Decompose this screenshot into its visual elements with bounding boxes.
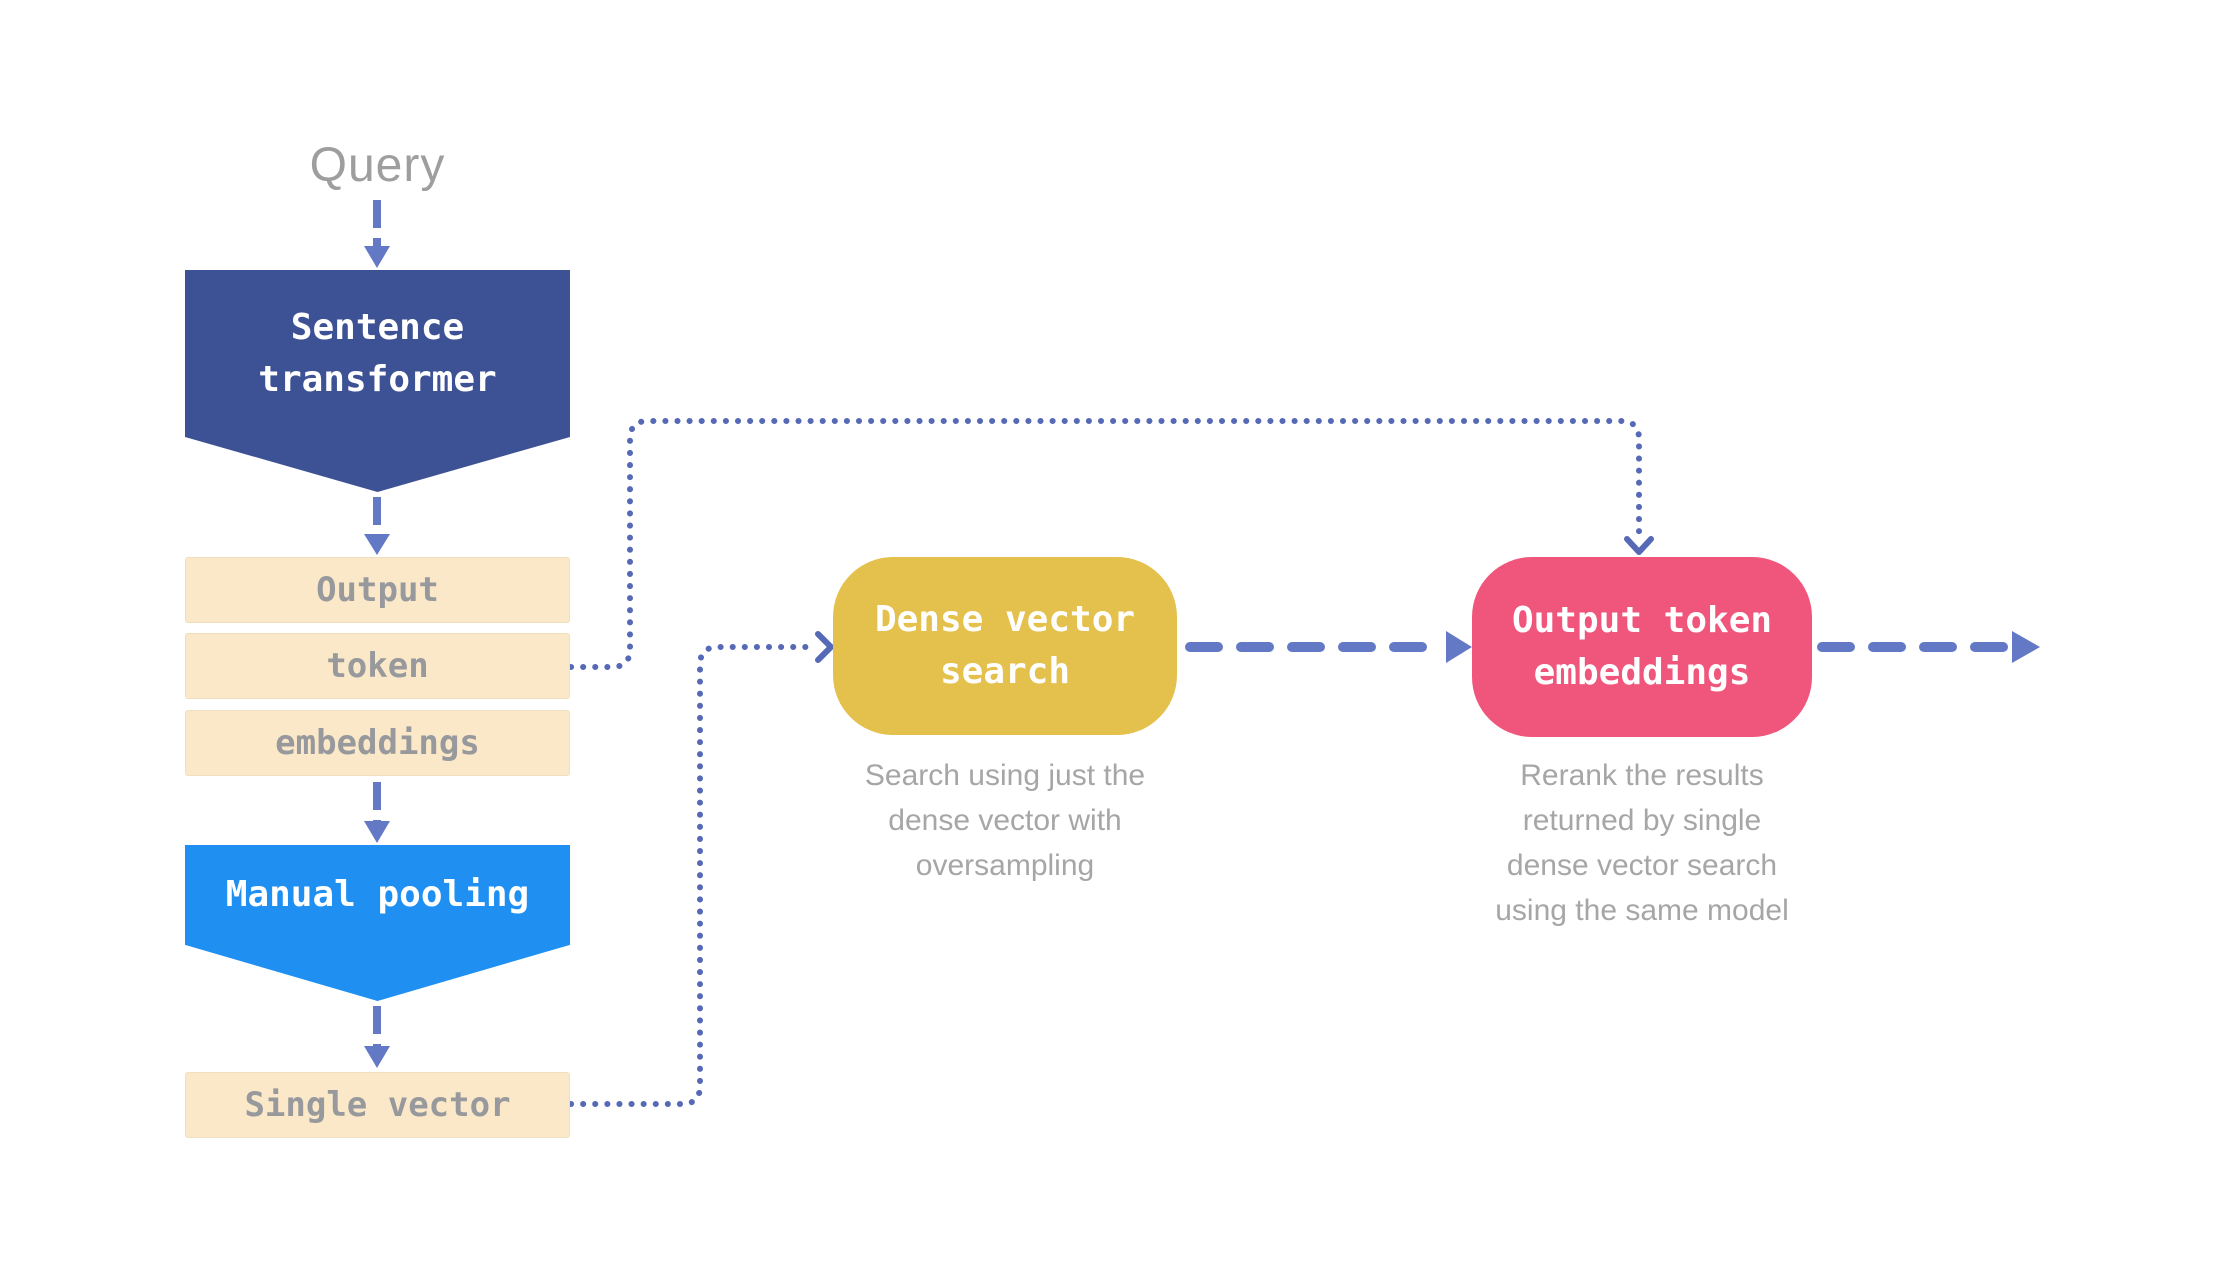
node-sentence-transformer: Sentence transformer (185, 270, 570, 492)
connector-manual-pooling-to-single-vector (364, 1006, 390, 1068)
caption-output-token-embeddings: Rerank the results returned by single de… (1442, 753, 1842, 933)
caption-dense-vector-search: Search using just the dense vector with … (805, 753, 1205, 888)
output-token-embeddings-line1: Output token (1511, 600, 1773, 641)
arrowhead-down-icon (364, 246, 390, 268)
connector-single-vector-to-dense-search-dotted (568, 631, 834, 1107)
caption-line: using the same model (1495, 894, 1789, 927)
chevron-right-icon (815, 631, 834, 663)
node-single-vector: Single vector (185, 1072, 570, 1138)
caption-line: Rerank the results (1520, 759, 1764, 792)
arrowhead-down-icon (364, 534, 390, 555)
connector-query-to-sentence-transformer (364, 200, 390, 268)
dense-vector-search-line2: search (939, 651, 1071, 692)
node-stack-row-embeddings: embeddings (185, 710, 570, 776)
node-stack-row-token: token (185, 633, 570, 699)
caption-line: dense vector search (1506, 849, 1778, 882)
node-dense-vector-search: Dense vector search (833, 557, 1177, 735)
caption-line: oversampling (915, 849, 1095, 882)
sentence-transformer-line2: transformer (258, 358, 497, 400)
node-stack-row-output: Output (185, 557, 570, 623)
sentence-transformer-line1: Sentence (290, 306, 465, 348)
arrowhead-down-icon (364, 821, 390, 843)
arrowhead-right-icon (1446, 631, 1472, 663)
node-output-token-embeddings: Output token embeddings (1472, 557, 1812, 737)
connector-rerank-output-dashed (1817, 631, 2040, 663)
arrowhead-down-icon (364, 1046, 390, 1068)
caption-line: Search using just the (864, 759, 1146, 792)
caption-line: returned by single (1522, 804, 1762, 837)
connector-stack-to-manual-pooling (364, 782, 390, 843)
connector-sentence-transformer-to-output-stack (364, 497, 390, 555)
output-token-embeddings-line2: embeddings (1533, 652, 1751, 693)
arrowhead-right-icon (2012, 631, 2040, 663)
manual-pooling-label: Manual pooling (225, 874, 530, 915)
dense-vector-search-line1: Dense vector (874, 599, 1136, 640)
node-manual-pooling: Manual pooling (185, 845, 570, 1001)
caption-line: dense vector with (888, 804, 1122, 837)
chevron-down-icon (1624, 536, 1654, 555)
connector-dense-search-to-rerank-dashed (1185, 631, 1472, 663)
query-label: Query (309, 139, 446, 192)
